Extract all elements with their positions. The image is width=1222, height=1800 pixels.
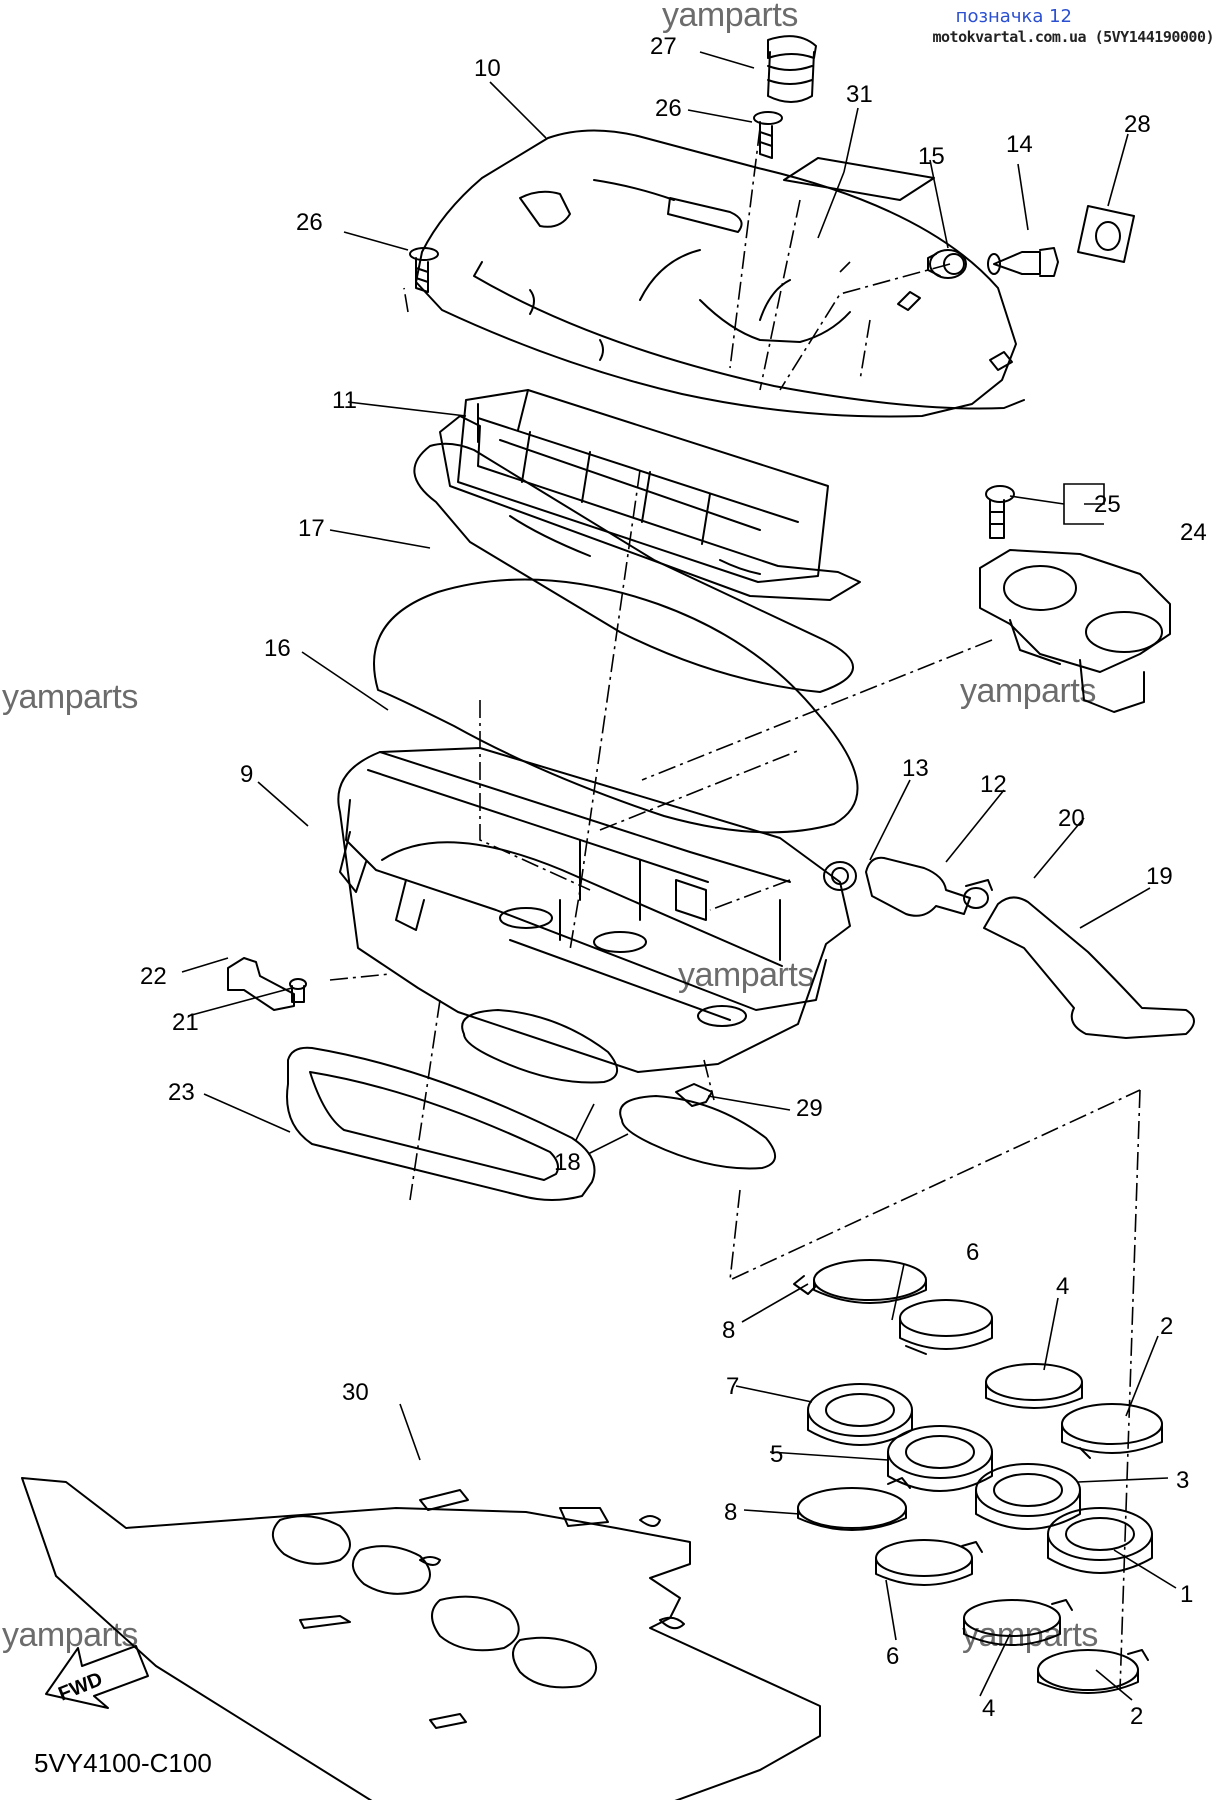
label-16: 16: [264, 635, 291, 662]
label-8-upper: 8: [722, 1317, 735, 1344]
label-28: 28: [1124, 111, 1151, 138]
label-26-top: 26: [655, 95, 682, 122]
part-15-grommet-shape: [927, 249, 967, 279]
part-4-clamp-lower-shape: [963, 1599, 1073, 1646]
label-13: 13: [902, 755, 929, 782]
label-3: 3: [1176, 1467, 1189, 1494]
label-17: 17: [298, 515, 325, 542]
part-3-joint-shape: [975, 1463, 1081, 1530]
label-11: 11: [332, 387, 357, 414]
part-8-clamp-upper-shape: [793, 1259, 927, 1304]
part-28-clip-shape: [1077, 205, 1135, 263]
part-22-bracket-shape: [227, 957, 295, 1011]
part-24-joint-shape: [979, 549, 1171, 713]
label-25: 25: [1094, 491, 1121, 518]
part-5-joint-shape: [887, 1425, 993, 1492]
part-8-clamp-lower-shape: [797, 1477, 911, 1531]
part-14-fitting-shape: [987, 247, 1059, 277]
part-21-bolt-shape: [289, 978, 307, 1003]
part-6-clamp-upper-shape: [899, 1299, 993, 1355]
part-27-cap-shape: [767, 35, 817, 103]
label-24: 24: [1180, 519, 1207, 546]
part-23-gasket-shape: [286, 1046, 596, 1201]
part-31-label-shape: [783, 157, 935, 201]
label-19: 19: [1146, 863, 1173, 890]
part-6-clamp-lower-shape: [875, 1539, 983, 1586]
label-27: 27: [650, 33, 677, 60]
watermark-center: yamparts: [678, 956, 814, 994]
part-number-labels: 27 26 26 10 31 15 14 28 11 25 24 17 16 9…: [55, 33, 1206, 1730]
label-9: 9: [240, 761, 253, 788]
part-18-seal-bottom-shape: [619, 1095, 776, 1170]
part-26-screw-top-shape: [753, 111, 783, 159]
label-22: 22: [140, 963, 167, 990]
part-1-joint-shape: [1047, 1507, 1153, 1574]
reference-lines: [329, 127, 1141, 1691]
diagram-code: 5VY4100-C100: [34, 1748, 212, 1778]
part-7-joint-shape: [807, 1383, 913, 1446]
label-1: 1: [1180, 1581, 1193, 1608]
fwd-arrow-shape: [45, 1645, 149, 1709]
label-7: 7: [726, 1373, 739, 1400]
label-2-upper: 2: [1160, 1313, 1173, 1340]
part-2-clamp-lower-shape: [1037, 1649, 1149, 1694]
part-29-clip-shape: [675, 1083, 713, 1107]
part-13-grommet-shape: [823, 861, 857, 891]
part-2-clamp-upper-shape: [1061, 1403, 1163, 1459]
label-5: 5: [770, 1441, 783, 1468]
header-source: motokvartal.com.ua (5VY144190000): [932, 28, 1214, 46]
watermark-top: yamparts: [662, 0, 798, 34]
label-30: 30: [342, 1379, 369, 1406]
part-11-filter-shape: [439, 389, 861, 601]
part-16-seal-shape: [373, 578, 859, 834]
label-20: 20: [1058, 805, 1085, 832]
part-19-hose-shape: [983, 896, 1195, 1039]
leader-lines: [181, 51, 1177, 1701]
part-18-seal-top-shape: [461, 1009, 618, 1084]
label-6-upper: 6: [966, 1239, 979, 1266]
watermark-bottom-left: yamparts: [2, 1616, 138, 1654]
label-14: 14: [1006, 131, 1033, 158]
label-18: 18: [554, 1149, 581, 1176]
part-12-hose-shape: [865, 856, 971, 917]
header-title: позначка 12: [955, 6, 1072, 27]
watermark-right: yamparts: [960, 672, 1096, 710]
label-31: 31: [846, 81, 873, 108]
label-26-left: 26: [296, 209, 323, 236]
label-21: 21: [172, 1009, 199, 1036]
label-12: 12: [980, 771, 1007, 798]
label-10: 10: [474, 55, 501, 82]
label-15: 15: [918, 143, 945, 170]
label-29: 29: [796, 1095, 823, 1122]
label-6-lower: 6: [886, 1643, 899, 1670]
part-17-gasket-shape: [413, 442, 854, 693]
watermark-left: yamparts: [2, 678, 138, 716]
label-4-upper: 4: [1056, 1273, 1069, 1300]
part-30-heat-shield-shape: [21, 1477, 821, 1800]
part-26-screw-left-shape: [409, 247, 439, 293]
part-25-bolt-shape: [985, 485, 1015, 539]
label-2-lower: 2: [1130, 1703, 1143, 1730]
part-4-clamp-upper-shape: [985, 1363, 1083, 1409]
part-20-clamp-shape: [963, 879, 993, 909]
label-23: 23: [168, 1079, 195, 1106]
part-9-case-shape: [337, 747, 851, 1073]
label-4-lower: 4: [982, 1695, 995, 1722]
part-10-cover-shape: [415, 129, 1025, 418]
label-8-lower: 8: [724, 1499, 737, 1526]
